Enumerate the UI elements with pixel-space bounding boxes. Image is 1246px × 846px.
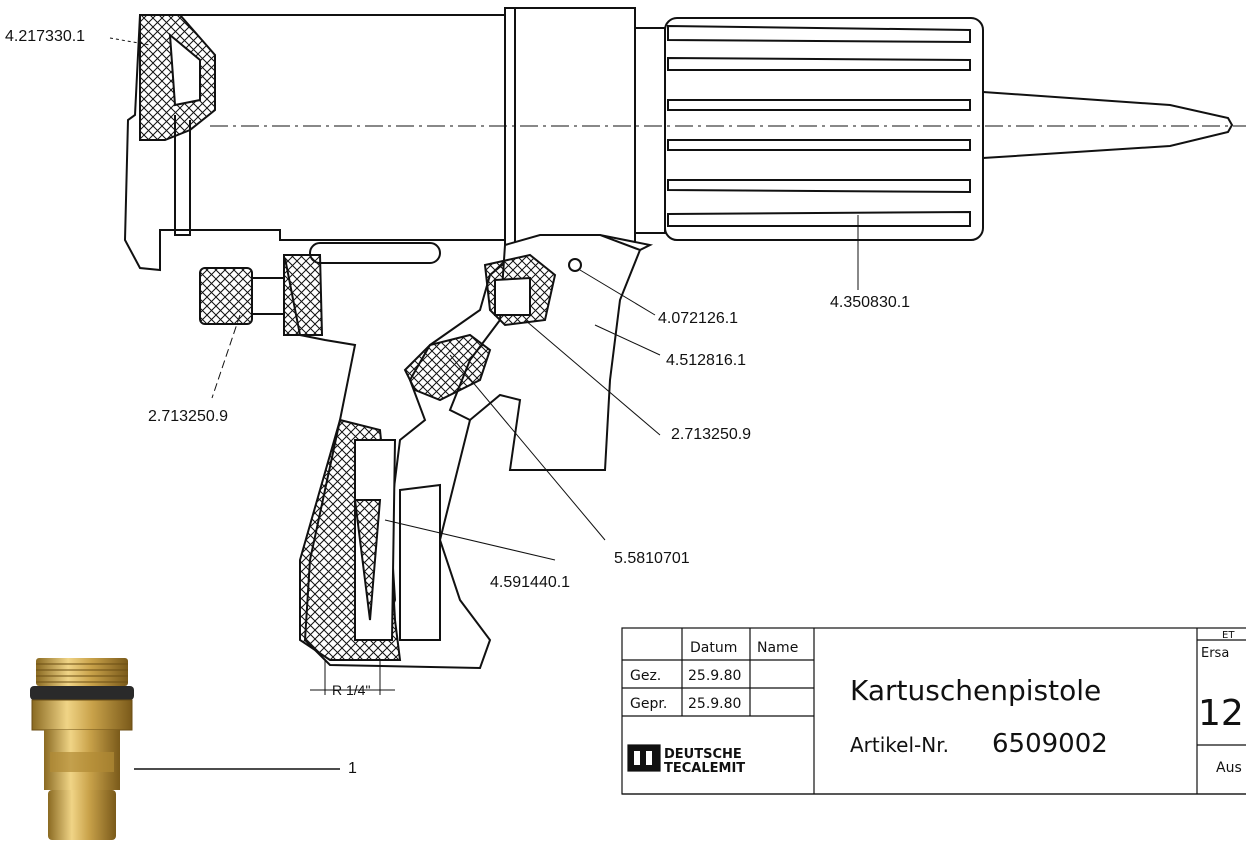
col-datum: Datum xyxy=(690,640,737,656)
right-aus: Aus xyxy=(1216,760,1242,776)
right-ersatz: Ersa xyxy=(1201,646,1229,661)
row1-date: 25.9.80 xyxy=(688,668,741,684)
row2-label: Gepr. xyxy=(630,696,667,712)
logo-line2: TECALEMIT xyxy=(664,761,745,776)
part-label-1: 1 xyxy=(348,760,357,777)
title-block-text: Datum Name Gez. 25.9.80 Gepr. 25.9.80 DE… xyxy=(630,630,1244,776)
article-number: 6509002 xyxy=(992,729,1108,759)
thread-dimension-label: R 1/4" xyxy=(332,682,371,698)
part-label-4072126: 4.072126.1 xyxy=(658,310,739,327)
part-label-4217330: 4.217330.1 xyxy=(5,28,86,45)
title-block xyxy=(621,627,1246,795)
right-top: ET xyxy=(1222,630,1235,641)
logo-line1: DEUTSCHE xyxy=(664,747,742,762)
right-number: 12 xyxy=(1198,693,1244,734)
col-name: Name xyxy=(757,640,798,656)
part-label-4591440: 4.591440.1 xyxy=(490,574,571,591)
part-label-2713250-right: 2.713250.9 xyxy=(671,426,752,443)
part-label-4350830: 4.350830.1 xyxy=(830,294,911,311)
row1-label: Gez. xyxy=(630,668,661,684)
drawing-title: Kartuschenpistole xyxy=(850,674,1101,707)
part-label-5581070: 5.5810701 xyxy=(614,550,690,567)
part-label-4512816: 4.512816.1 xyxy=(666,352,747,369)
leader-lines xyxy=(109,37,859,561)
article-label: Artikel-Nr. xyxy=(850,733,949,757)
part-label-2713250-left: 2.713250.9 xyxy=(148,408,229,425)
row2-date: 25.9.80 xyxy=(688,696,741,712)
gun-body xyxy=(123,7,1246,695)
brass-coupling-image xyxy=(30,658,340,840)
